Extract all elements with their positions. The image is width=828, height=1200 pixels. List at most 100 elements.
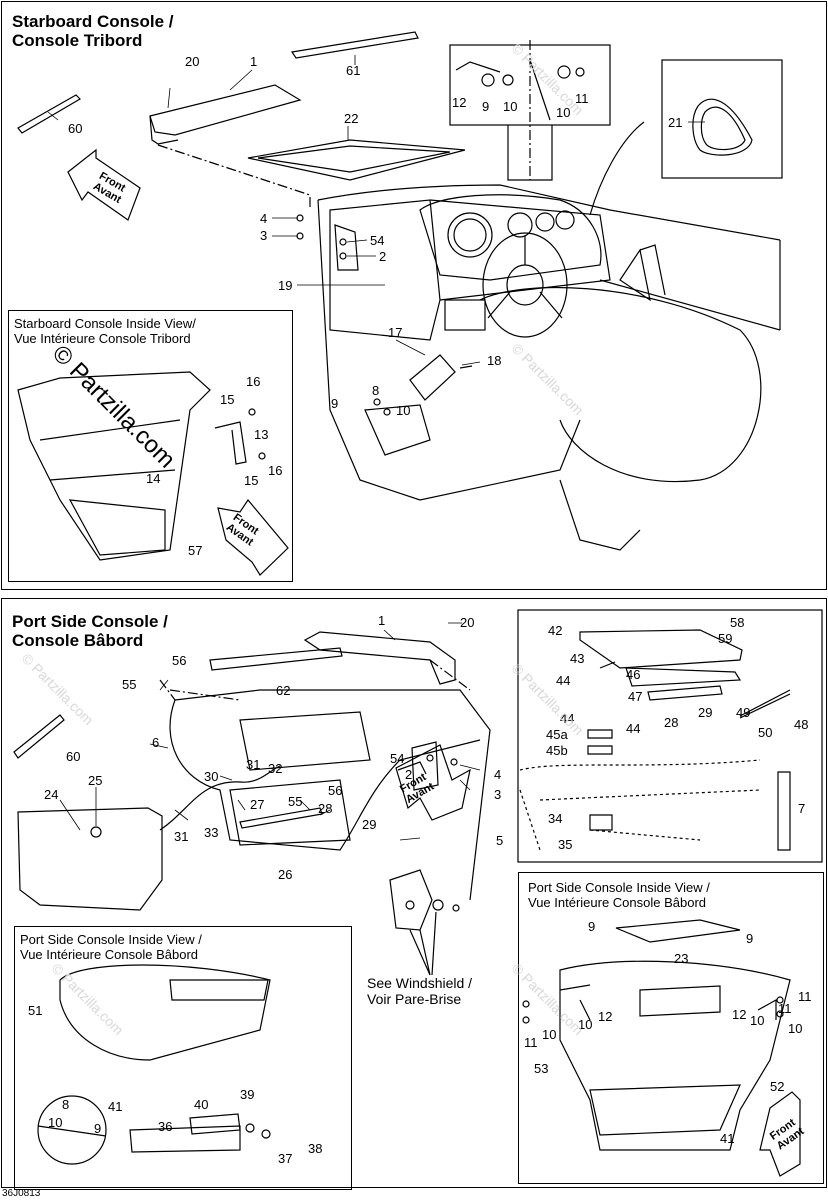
- callout: 46: [626, 667, 641, 682]
- starboard-inside-view-title: Starboard Console Inside View/ Vue Intér…: [14, 316, 196, 346]
- starboard-console-panel: [1, 1, 827, 590]
- starboard-inside-view-inset: [8, 310, 293, 582]
- callout: 7: [798, 801, 806, 816]
- callout: 10: [396, 403, 411, 418]
- callout: 12: [732, 1007, 747, 1022]
- inset-line-1: Port Side Console Inside View /: [528, 880, 710, 895]
- port-side-console-title: Port Side Console / Console Bâbord: [12, 612, 168, 650]
- callout: 12: [598, 1009, 613, 1024]
- callout: 11: [778, 1001, 792, 1016]
- callout: 10: [48, 1115, 63, 1130]
- callout: 44: [556, 673, 571, 688]
- callout: 57: [188, 543, 203, 558]
- callout: 56: [328, 783, 343, 798]
- callout: 52: [770, 1079, 785, 1094]
- console-body: [317, 199, 581, 501]
- front-arrow-top-left: [67, 148, 141, 221]
- callout: 47: [628, 689, 643, 704]
- callout: 8: [62, 1097, 70, 1112]
- part-17-door: [409, 354, 456, 401]
- title-line-2: Console Bâbord: [12, 631, 144, 650]
- callout: 60: [66, 749, 81, 764]
- callout: 8: [372, 383, 380, 398]
- callout: 11: [798, 989, 812, 1004]
- callout: 9: [331, 396, 339, 411]
- callout: 3: [494, 787, 502, 802]
- callout: 54: [390, 751, 405, 766]
- callout: 45b: [546, 743, 568, 758]
- callout: 48: [794, 717, 809, 732]
- title-line-1: Port Side Console /: [12, 612, 168, 631]
- callout: 62: [276, 683, 291, 698]
- callout: 31: [174, 829, 189, 844]
- callout: 58: [730, 615, 745, 630]
- callout: 37: [278, 1151, 293, 1166]
- front-arrow-bottom-right: [759, 1091, 801, 1177]
- starboard-console-drawing: [17, 31, 783, 576]
- callout: 44: [626, 721, 641, 736]
- part-60-strip: [13, 714, 65, 759]
- callout: 1: [250, 54, 258, 69]
- port-inside-view-left-inset: [14, 926, 352, 1190]
- part-62-strip: [209, 647, 343, 671]
- diagram-code: 36J0813: [2, 1188, 41, 1199]
- callout: 28: [664, 715, 679, 730]
- front-arrow-top-right: [217, 498, 289, 576]
- callout: 2: [379, 249, 387, 264]
- callout: 15: [220, 392, 235, 407]
- callout: 54: [370, 233, 385, 248]
- part-1-cover: [149, 84, 302, 136]
- callout: 50: [758, 725, 773, 740]
- callout: 44: [560, 711, 575, 726]
- callout: 20: [460, 615, 475, 630]
- callout: 60: [68, 121, 83, 136]
- callout: 40: [194, 1097, 209, 1112]
- callout: 15: [244, 473, 259, 488]
- inset-line-2: Vue Intérieure Console Bâbord: [20, 947, 199, 962]
- part-1-cover: [303, 631, 456, 685]
- starboard-console-title: Starboard Console / Console Tribord: [12, 12, 174, 50]
- callout: 24: [44, 787, 59, 802]
- part-60-strip: [17, 94, 81, 134]
- callout: 26: [278, 867, 293, 882]
- callout: 56: [172, 653, 187, 668]
- part-51-panel: [59, 964, 271, 1061]
- callout: 4: [260, 211, 268, 226]
- callout: 34: [548, 811, 563, 826]
- callout: 53: [534, 1061, 549, 1076]
- grommet-detail-box: [661, 59, 783, 179]
- callout: 10: [503, 99, 518, 114]
- callout: 27: [250, 797, 265, 812]
- callout: 9: [482, 99, 490, 114]
- port-side-console-panel: [1, 598, 827, 1188]
- callout: 41: [720, 1131, 735, 1146]
- callout: 20: [185, 54, 200, 69]
- part-61-strip: [290, 31, 419, 59]
- title-line-2: Console Tribord: [12, 31, 143, 50]
- callout: 9: [746, 931, 754, 946]
- inset-line-1: Starboard Console Inside View/: [14, 316, 196, 331]
- callout: 3: [260, 228, 268, 243]
- inset-line-2: Vue Intérieure Console Bâbord: [528, 895, 707, 910]
- part-22-mat: [247, 139, 466, 181]
- callout: 22: [344, 111, 359, 126]
- port-inside-view-right-title: Port Side Console Inside View / Vue Inté…: [528, 880, 710, 910]
- see-line-1: See Windshield /: [367, 975, 473, 991]
- callout: 29: [698, 705, 713, 720]
- title-line-1: Starboard Console /: [12, 12, 174, 31]
- callout: 10: [788, 1021, 803, 1036]
- inset-line-1: Port Side Console Inside View /: [20, 932, 202, 947]
- inset-line-2: Vue Intérieure Console Tribord: [14, 331, 191, 346]
- callout: 45a: [546, 727, 568, 742]
- callout: 43: [570, 651, 585, 666]
- callout: 17: [388, 325, 403, 340]
- part-24-door: [17, 807, 163, 911]
- callout: 14: [146, 471, 161, 486]
- callout: 19: [278, 278, 293, 293]
- fastener-detail-box: [449, 44, 611, 126]
- callout: 35: [558, 837, 573, 852]
- callout: 18: [487, 353, 502, 368]
- callout: 42: [548, 623, 563, 638]
- callout: 6: [152, 735, 160, 750]
